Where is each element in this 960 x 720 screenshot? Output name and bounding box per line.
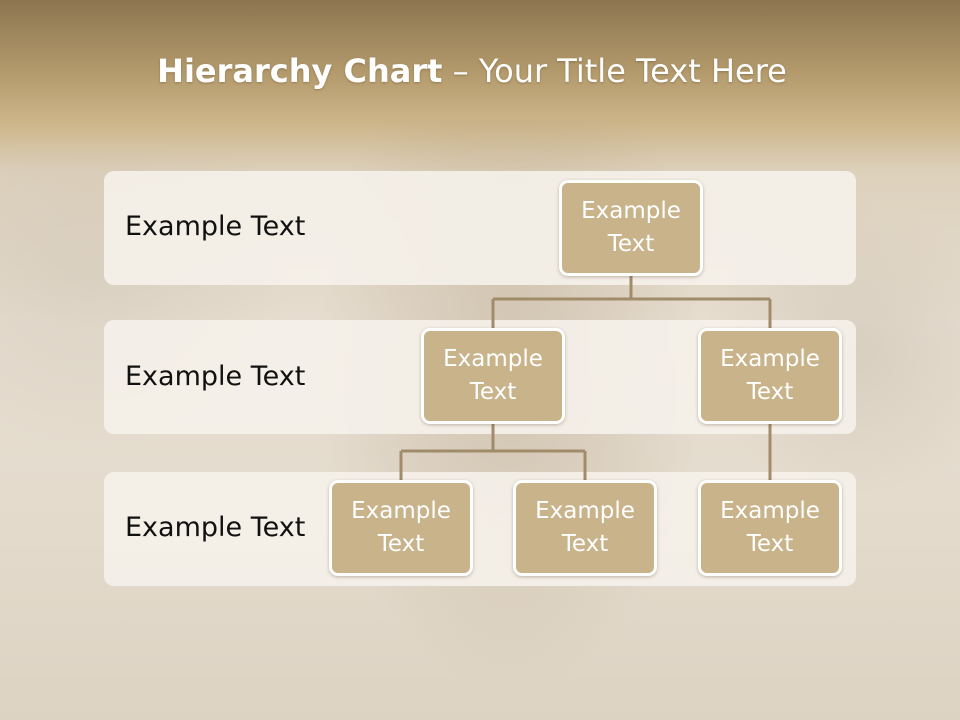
- level-band-1: [104, 171, 856, 285]
- org-node-root[interactable]: Example Text: [559, 180, 703, 276]
- slide-title-strong: Hierarchy Chart: [157, 52, 443, 90]
- level-label-1: Example Text: [125, 211, 306, 242]
- connector-root-to-level2: [491, 275, 772, 330]
- level-label-3: Example Text: [125, 512, 306, 543]
- slide-title: Hierarchy Chart – Your Title Text Here: [0, 52, 944, 90]
- org-node-level2-right[interactable]: Example Text: [698, 328, 842, 424]
- org-node-level2-right-label: Example Text: [720, 346, 820, 405]
- org-node-root-label: Example Text: [581, 198, 681, 257]
- org-node-level3-c-label: Example Text: [720, 498, 820, 557]
- slide-title-rest: – Your Title Text Here: [442, 52, 787, 90]
- connector-left-to-level3: [399, 423, 587, 482]
- level-label-2: Example Text: [125, 361, 306, 392]
- org-node-level2-left[interactable]: Example Text: [421, 328, 565, 424]
- org-node-level3-a-label: Example Text: [351, 498, 451, 557]
- org-node-level3-b-label: Example Text: [535, 498, 635, 557]
- org-node-level3-a[interactable]: Example Text: [329, 480, 473, 576]
- org-node-level3-c[interactable]: Example Text: [698, 480, 842, 576]
- org-node-level3-b[interactable]: Example Text: [513, 480, 657, 576]
- org-node-level2-left-label: Example Text: [443, 346, 543, 405]
